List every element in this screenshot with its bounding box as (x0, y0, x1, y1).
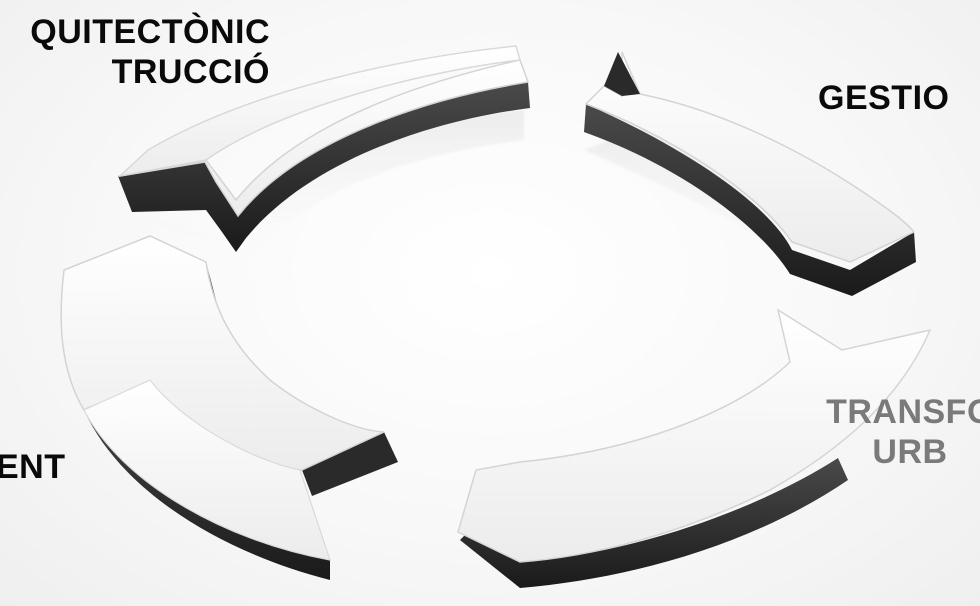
label-transformacio: TRANSFO URB (775, 392, 980, 472)
label-transformacio-line-1: TRANSFO (775, 392, 980, 432)
arrow-entorn (61, 236, 398, 580)
label-entorn-line-1: ENT (0, 447, 66, 487)
label-transformacio-line-2: URB (775, 432, 980, 472)
label-arquitectonic: QUITECTÒNIC TRUCCIÓ (0, 12, 270, 92)
label-arquitectonic-line-2: TRUCCIÓ (0, 52, 270, 92)
label-gestio-line-1: GESTIO (818, 78, 949, 118)
label-entorn: ENT (0, 447, 66, 487)
label-arquitectonic-line-1: QUITECTÒNIC (0, 12, 270, 52)
label-gestio: GESTIO (818, 78, 949, 118)
